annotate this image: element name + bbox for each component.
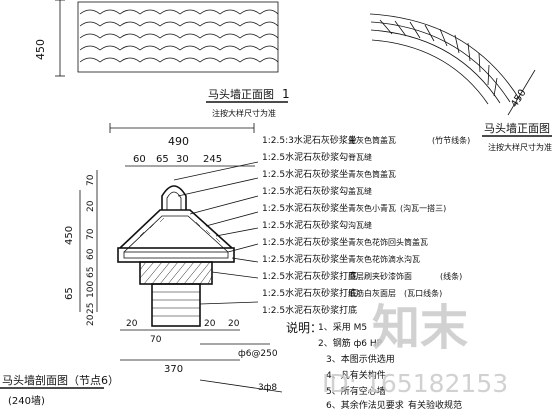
layer-extra: (沟瓦一搭三) (400, 203, 446, 213)
section-top-dim: 65 (156, 154, 169, 165)
layer-extra: (瓦口线条) (404, 288, 442, 298)
section-left-dim: 100 (86, 281, 96, 298)
layer-material: 青灰色筒盖瓦 (348, 135, 396, 145)
note-item: 1、采用 M5 (318, 322, 367, 333)
layer-material: 纸筋白灰面层 (348, 288, 396, 298)
notes: 说明： 1、采用 M5 2、钢筋 ф6 HP 3、本图示供选用 4、凡有关构件 … (286, 320, 462, 411)
top-elevation-title: 马头墙正面图 (208, 87, 274, 101)
right-elevation-title: 马头墙正面图 (484, 121, 550, 135)
layer-mortar: 1:2.5水泥石灰砂浆打底 (262, 270, 357, 282)
watermark-id: ID: 165182153 (322, 369, 508, 398)
section-bottom-dim: 370 (164, 364, 183, 375)
note-item: 3、本图示供选用 (326, 353, 395, 365)
section-left-dim: 70 (86, 174, 96, 186)
layer-mortar: 1:2.5水泥石灰砂浆坐 (262, 236, 348, 248)
layer-material: 沟瓦缝 (348, 220, 372, 230)
layer-mortar: 1:2.5水泥石灰砂浆勾 (262, 219, 348, 231)
layer-material: 面层刷夹砂漆饰面 (348, 271, 412, 281)
section-left-dim: 20 (86, 314, 96, 326)
section-top-dim: 245 (203, 154, 222, 165)
layer-extra: (竹节线条) (432, 135, 470, 145)
section-bottom-dim: 20 (126, 319, 138, 329)
right-elevation-dim: 450 (509, 88, 528, 110)
note-item: 2、钢筋 ф6 HP (318, 337, 383, 349)
layer-material: 青灰色小青瓦 (348, 203, 396, 213)
section-drawing: 60 65 30 245 70 450 20 70 60 65 100 25 2… (0, 154, 283, 407)
section-top-dim: 30 (176, 154, 189, 165)
note-item: 4、凡有关构件 (326, 369, 386, 381)
section-bottom-dim: 70 (150, 335, 162, 345)
top-elevation: 450 马头墙正面图 1 注按大样尺寸为准 490 (34, 0, 290, 148)
section-left-dim: 25 (86, 303, 96, 314)
right-elevation: 450 马头墙正面图 注按大样尺寸为准 (369, 13, 552, 152)
rebar-label: ф6@250 (238, 349, 278, 359)
note-item: 6、其余作法见要求 (326, 399, 404, 411)
layer-mortar: 1:2.5水泥石灰砂浆坐 (262, 253, 348, 265)
note-item: 有关验收规范 (408, 399, 462, 411)
layer-extra: (线条) (440, 271, 462, 281)
layer-material: 青灰色花饰回头筒盖瓦 (348, 237, 428, 247)
layer-mortar: 1:2.5水泥石灰砂浆勾 (262, 185, 348, 197)
notes-heading: 说明： (286, 320, 322, 335)
rebar-label: 3ф8 (258, 383, 277, 393)
section-bottom-dims: 20 70 20 370 20 (126, 319, 240, 375)
layer-material: 青灰色筒盖瓦 (348, 169, 396, 179)
layer-material: 青灰色花饰滴水沟瓦 (348, 254, 420, 264)
section-top-dims: 60 65 30 245 (133, 154, 222, 165)
top-elevation-height-dim: 450 (34, 39, 47, 60)
section-left-dim: 70 (86, 228, 96, 240)
watermark-brand: 知末 (372, 300, 468, 356)
section-subtitle: (240墙) (8, 394, 45, 407)
section-bottom-dim: 20 (204, 319, 216, 329)
tile-band-pattern (79, 9, 279, 63)
section-top-dim: 60 (133, 154, 146, 165)
section-left-dim: 65 (86, 267, 96, 278)
note-item: 5、所有空心墙 (326, 385, 386, 397)
section-left-dim: 20 (86, 200, 96, 212)
layer-mortar: 1:2.5水泥石灰砂浆勾 (262, 151, 348, 163)
section-left-dim: 450 (64, 226, 75, 245)
layer-mortar: 1:2.5水泥石灰砂浆打底 (262, 304, 357, 316)
top-elevation-width-dim: 490 (168, 135, 189, 148)
section-left-dim: 65 (64, 287, 75, 300)
right-elevation-note: 注按大样尺寸为准 (488, 142, 552, 152)
top-elevation-mark: 1 (282, 87, 290, 101)
watermark: 知末 ID: 165182153 (322, 300, 508, 398)
section-left-dim: 60 (86, 248, 96, 260)
layer-mortar: 1:2.5:3水泥石灰砂浆坐 (262, 134, 357, 146)
section-left-dims: 70 450 20 70 60 65 100 25 20 65 (64, 174, 96, 326)
layer-mortar: 1:2.5水泥石灰砂浆打底 (262, 287, 357, 299)
layer-material: 脊瓦缝 (348, 152, 372, 162)
section-title: 马头墙剖面图（节点6） (2, 373, 119, 387)
section-bottom-dim: 20 (228, 319, 240, 329)
layer-material: 盖瓦缝 (348, 186, 372, 196)
layer-mortar: 1:2.5水泥石灰砂浆坐 (262, 168, 348, 180)
layer-callouts: 1:2.5:3水泥石灰砂浆坐 青灰色筒盖瓦 (竹节线条) 1:2.5水泥石灰砂浆… (262, 134, 470, 316)
layer-mortar: 1:2.5水泥石灰砂浆坐 (262, 202, 348, 214)
top-elevation-note: 注按大样尺寸为准 (212, 108, 276, 118)
